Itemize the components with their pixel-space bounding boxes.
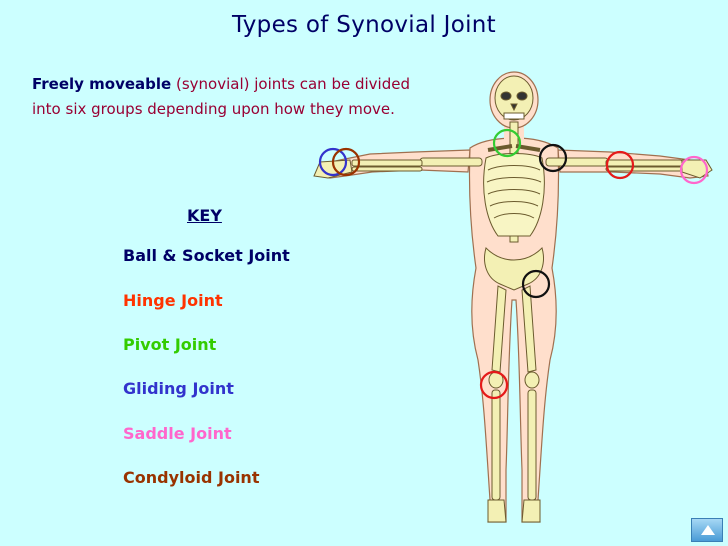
next-slide-arrow-icon[interactable] xyxy=(691,518,723,542)
